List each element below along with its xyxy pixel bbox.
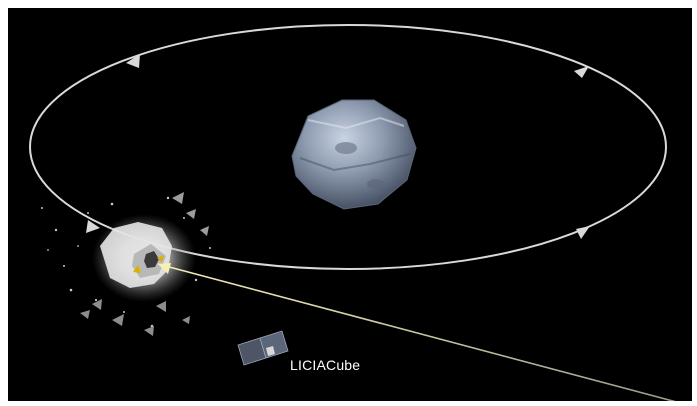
orbit-arrow-icon <box>576 226 590 239</box>
liciacube-satellite-icon <box>237 330 289 366</box>
liciacube-label: LICIACube <box>290 357 361 373</box>
space-background: LICIACube <box>8 8 692 401</box>
orbit-arrow-icon <box>126 54 140 68</box>
diagram-canvas <box>29 24 676 401</box>
trajectory-arrow-icon <box>158 263 171 274</box>
orbit-arrow-icon <box>86 220 100 233</box>
didymos-asteroid-icon <box>291 99 417 210</box>
dart-trajectory <box>157 263 676 401</box>
orbit-path <box>29 24 667 270</box>
orbit-arrow-icon <box>574 66 589 78</box>
dimorphos-impact-debris-icon <box>41 192 211 336</box>
